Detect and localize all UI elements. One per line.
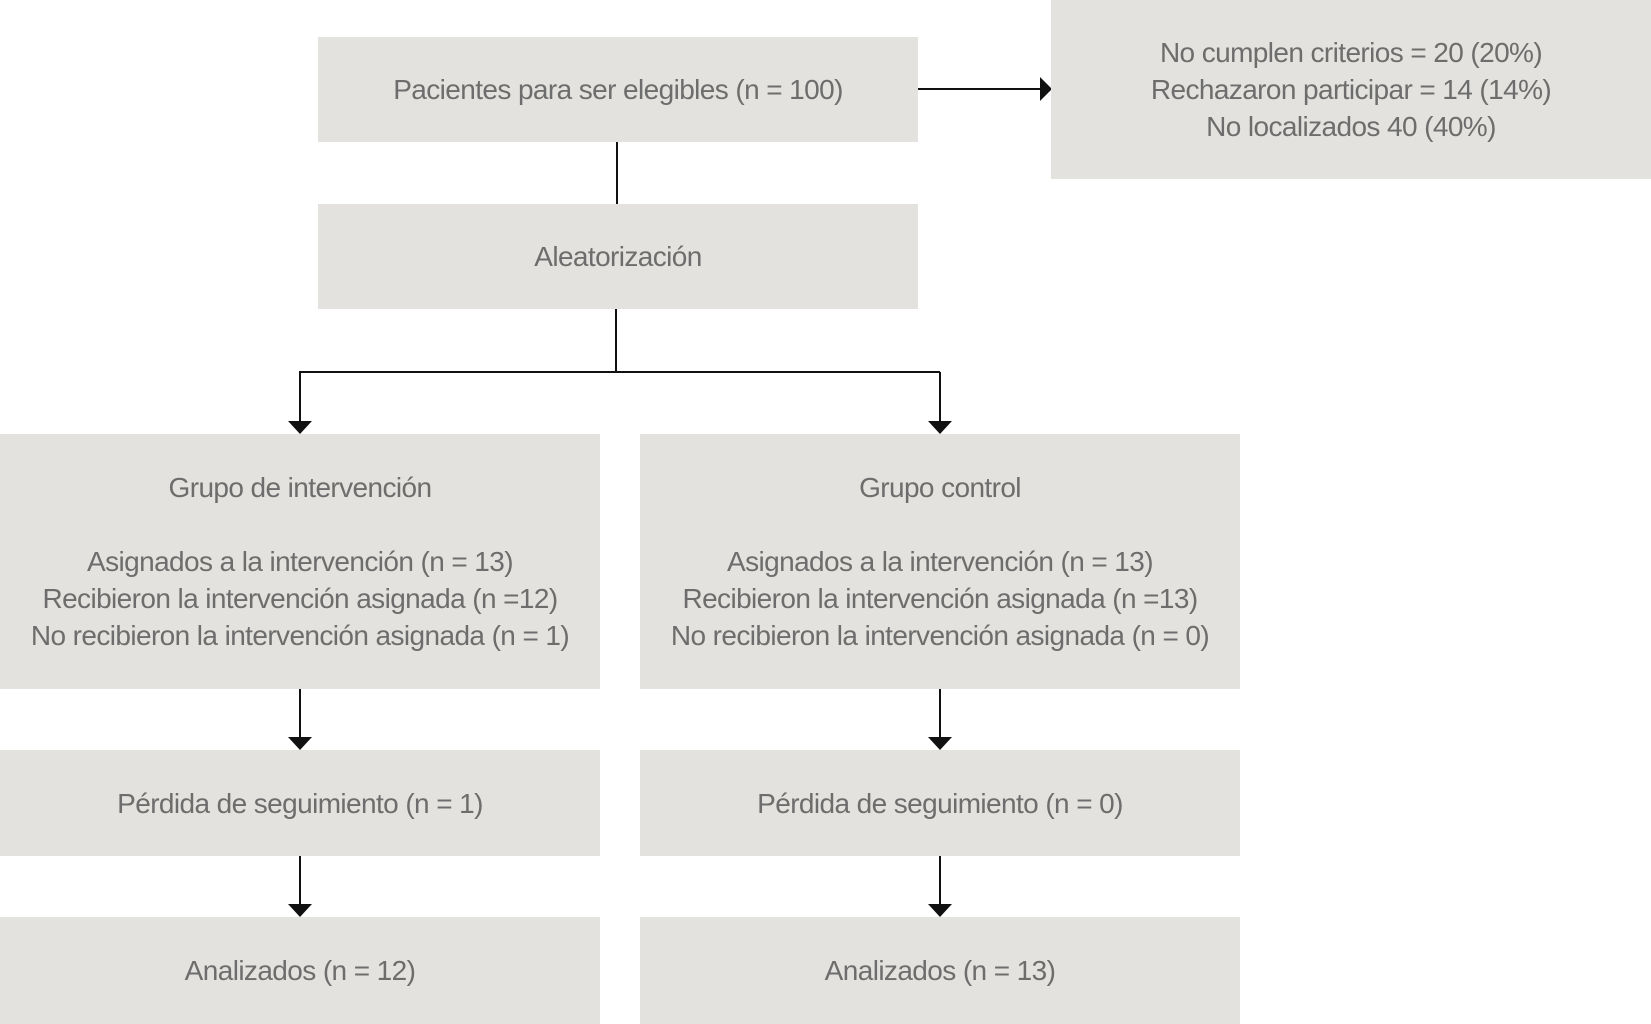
excluded-line: No localizados 40 (40%): [1206, 111, 1496, 142]
arrowhead-intervention-analyzed: [288, 904, 312, 917]
eligible-text: Pacientes para ser elegibles (n = 100): [393, 74, 843, 105]
intervention-analyzed-text: Analizados (n = 12): [184, 955, 416, 986]
control-group-line: Recibieron la intervención asignada (n =…: [682, 583, 1198, 614]
intervention-group-line: Asignados a la intervención (n = 13): [87, 546, 514, 577]
control-group-title: Grupo control: [859, 472, 1021, 503]
intervention-group-line: Recibieron la intervención asignada (n =…: [42, 583, 558, 614]
excluded-line: Rechazaron participar = 14 (14%): [1150, 74, 1552, 105]
control-loss-text: Pérdida de seguimiento (n = 0): [757, 787, 1123, 819]
control-group-box: Grupo control Asignados a la intervenció…: [640, 434, 1240, 689]
eligible-box: Pacientes para ser elegibles (n = 100): [318, 37, 918, 142]
intervention-loss-box: Pérdida de seguimiento (n = 1): [0, 750, 600, 856]
control-group-line: Asignados a la intervención (n = 13): [727, 546, 1154, 577]
intervention-loss-text: Pérdida de seguimiento (n = 1): [117, 787, 483, 819]
arrowhead-intervention: [288, 421, 312, 434]
arrowhead-control: [928, 421, 952, 434]
arrowhead-control-analyzed: [928, 904, 952, 917]
randomization-text: Aleatorización: [534, 241, 702, 272]
intervention-group-title: Grupo de intervención: [168, 472, 433, 503]
control-analyzed-box: Analizados (n = 13): [640, 917, 1240, 1024]
intervention-group-line: No recibieron la intervención asignada (…: [30, 620, 570, 651]
control-loss-box: Pérdida de seguimiento (n = 0): [640, 750, 1240, 856]
control-analyzed-text: Analizados (n = 13): [824, 955, 1056, 986]
arrowhead-control-loss: [928, 737, 952, 750]
excluded-line: No cumplen criterios = 20 (20%): [1159, 37, 1543, 68]
intervention-analyzed-box: Analizados (n = 12): [0, 917, 600, 1024]
control-group-line: No recibieron la intervención asignada (…: [670, 620, 1210, 651]
excluded-box: No cumplen criterios = 20 (20%) Rechazar…: [1051, 0, 1651, 179]
intervention-group-box: Grupo de intervención Asignados a la int…: [0, 434, 600, 689]
arrowhead-excluded: [1040, 77, 1052, 101]
arrowhead-intervention-loss: [288, 737, 312, 750]
randomization-box: Aleatorización: [318, 204, 918, 309]
